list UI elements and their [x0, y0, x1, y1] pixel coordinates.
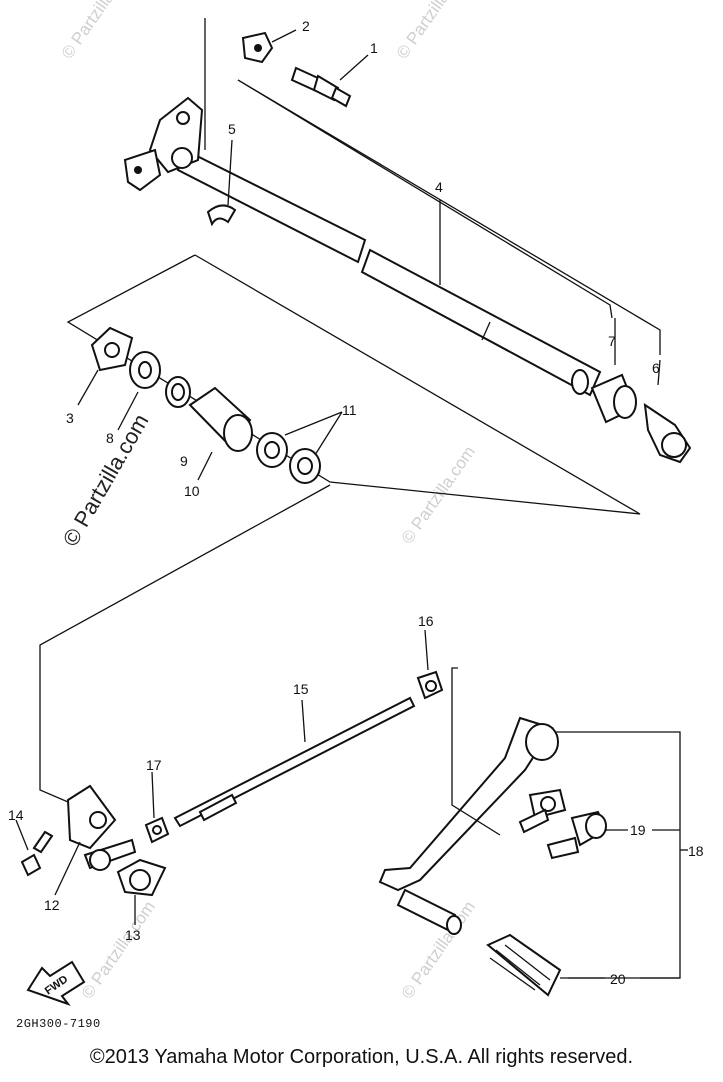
- callout-15: 15: [293, 681, 309, 697]
- watermark: © Partzilla.com: [398, 443, 479, 548]
- bolt-14: [20, 830, 54, 877]
- pedal-rubber: [486, 933, 562, 997]
- leader-line-4-group: [237, 79, 613, 319]
- leader-10: [197, 451, 213, 481]
- bushing: [188, 386, 253, 452]
- callout-14: 14: [8, 807, 24, 823]
- fwd-arrow-icon: FWD: [26, 960, 86, 1007]
- leader-14: [15, 819, 29, 851]
- callout-18: 18: [688, 843, 704, 859]
- leader-3: [77, 369, 99, 406]
- callout-1: 1: [370, 40, 378, 56]
- pedal-joint: [546, 810, 608, 860]
- callout-9: 9: [180, 453, 188, 469]
- callout-12: 12: [44, 897, 60, 913]
- nut: [241, 31, 274, 64]
- lock-nut-17: [144, 816, 170, 844]
- callout-13: 13: [125, 927, 141, 943]
- washer: [129, 351, 161, 389]
- leader-line-6-group: [237, 79, 661, 355]
- callout-8: 8: [106, 430, 114, 446]
- bearing: [256, 432, 321, 484]
- callout-labels: 1 2 3 4 5 6 7 8 9 10 11 12 13 14 15 16 1…: [8, 18, 704, 987]
- pedal-pivot: [518, 788, 567, 834]
- return-spring: [643, 402, 692, 464]
- leader-6: [657, 359, 661, 386]
- callout-17: 17: [146, 757, 162, 773]
- leader-11b: [314, 411, 343, 456]
- leader-16: [424, 629, 429, 671]
- watermark: © Partzilla.com: [393, 0, 474, 62]
- callout-3: 3: [66, 410, 74, 426]
- circlip: [206, 204, 237, 227]
- callout-4: 4: [435, 179, 443, 195]
- callout-10: 10: [184, 483, 200, 499]
- rod-joint: [66, 784, 137, 871]
- leader-5: [227, 139, 233, 206]
- callout-11: 11: [342, 402, 357, 418]
- leader-17: [151, 771, 155, 819]
- shift-shaft: [176, 148, 602, 397]
- leader-18: [555, 731, 681, 979]
- shift-arm: [123, 96, 204, 192]
- circlip-9: [165, 376, 191, 408]
- callout-6: 6: [652, 360, 660, 376]
- group-outline-upper: [66, 254, 641, 515]
- callout-20: 20: [610, 971, 626, 987]
- pedal-mount-line: [451, 667, 501, 836]
- bolt: [290, 66, 352, 108]
- lock-nut: [416, 670, 444, 700]
- callout-2: 2: [302, 18, 310, 34]
- watermark: © Partzilla.com: [78, 898, 159, 1003]
- diagram-code: 2GH300-7190: [16, 1017, 101, 1031]
- oil-seal: [90, 326, 134, 372]
- leader-8: [117, 391, 139, 431]
- collar: [590, 373, 637, 424]
- rod-joint-13: [116, 858, 167, 897]
- leader-15: [301, 699, 306, 743]
- shift-rod: [173, 696, 416, 828]
- shift-pedal: [378, 716, 559, 935]
- copyright-notice: ©2013 Yamaha Motor Corporation, U.S.A. A…: [89, 1046, 634, 1068]
- leader-11a: [284, 411, 343, 436]
- watermark: © Partzilla.com: [58, 0, 139, 62]
- leader-2: [271, 29, 297, 43]
- callout-5: 5: [228, 121, 236, 137]
- leader-12: [54, 841, 81, 896]
- callout-16: 16: [418, 613, 434, 629]
- leader-1: [339, 54, 369, 81]
- leader-line-12: [39, 484, 331, 806]
- callout-19: 19: [630, 822, 646, 838]
- callout-7: 7: [608, 333, 616, 349]
